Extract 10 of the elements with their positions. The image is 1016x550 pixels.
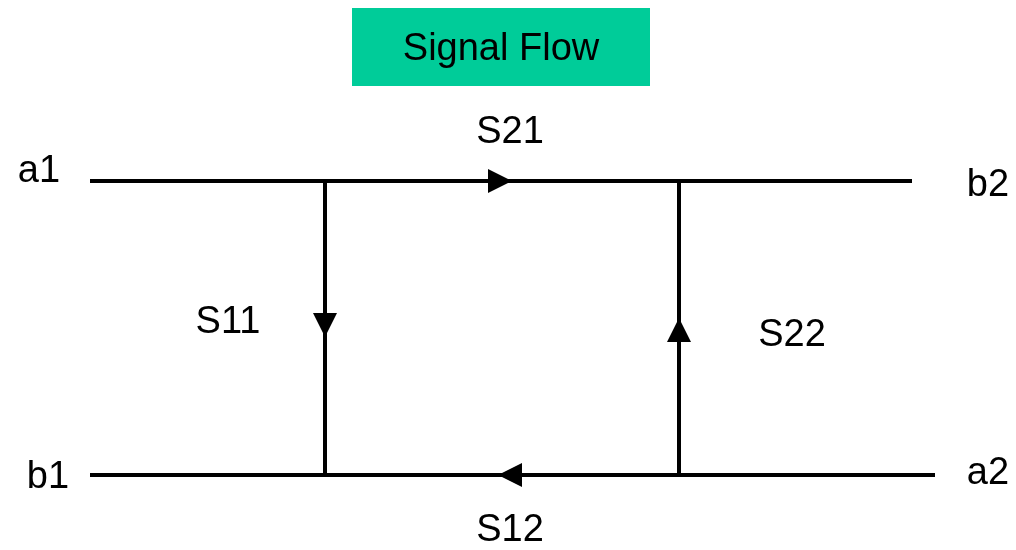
edge-label: S11 — [195, 301, 261, 339]
edge-label: S21 — [476, 111, 544, 149]
port-label: b1 — [22, 452, 74, 498]
arrow — [667, 179, 935, 477]
edge-label: S22 — [758, 314, 826, 352]
port-label: a2 — [960, 448, 1016, 494]
port-label: a1 — [8, 146, 70, 192]
port-label: b2 — [960, 160, 1016, 206]
edge-label: S12 — [476, 509, 544, 547]
title-banner: Signal Flow — [352, 8, 650, 86]
